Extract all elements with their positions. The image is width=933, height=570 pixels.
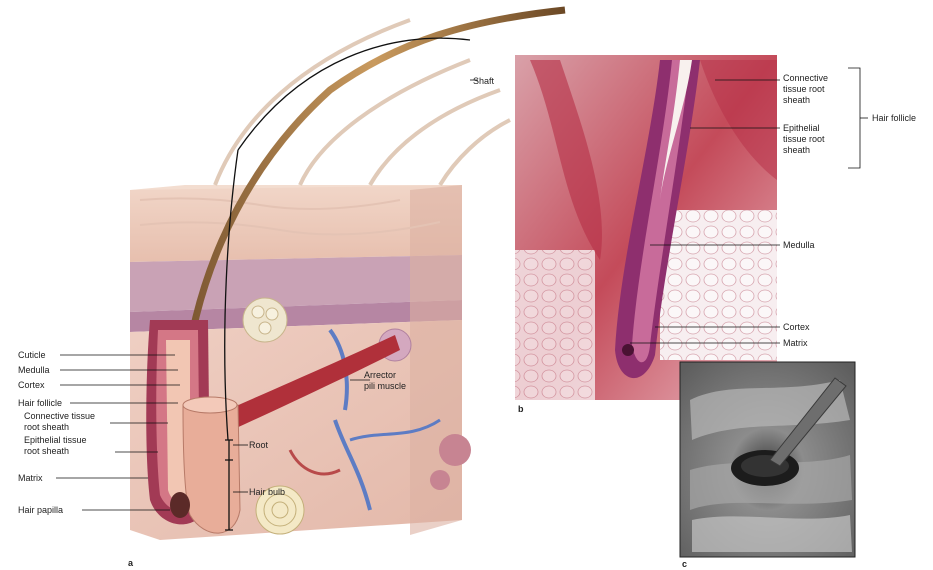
label-medulla-b: Medulla: [783, 240, 815, 251]
label-hair-follicle-b: Hair follicle: [872, 113, 916, 124]
label-medulla-a: Medulla: [18, 365, 50, 376]
label-matrix-a: Matrix: [18, 473, 43, 484]
label-hair-bulb: Hair bulb: [249, 487, 285, 498]
label-matrix-b: Matrix: [783, 338, 808, 349]
panel-letter-b: b: [518, 404, 524, 414]
sem-panel-c: [680, 362, 855, 557]
skin-block-panel-a: [130, 10, 565, 540]
label-cortex-b: Cortex: [783, 322, 810, 333]
label-hair-papilla: Hair papilla: [18, 505, 63, 516]
label-arrector-pili: Arrector pili muscle: [364, 370, 406, 392]
panel-letter-a: a: [128, 558, 133, 568]
label-hair-follicle-a: Hair follicle: [18, 398, 62, 409]
label-root: Root: [249, 440, 268, 451]
label-epithelial-sheath-b: Epithelial tissue root sheath: [783, 123, 825, 156]
label-cuticle-a: Cuticle: [18, 350, 46, 361]
label-epithelial-sheath-a: Epithelial tissue root sheath: [24, 435, 87, 457]
label-shaft: Shaft: [473, 76, 494, 87]
label-connective-sheath-b: Connective tissue root sheath: [783, 73, 828, 106]
label-connective-sheath-a: Connective tissue root sheath: [24, 411, 95, 433]
panel-letter-c: c: [682, 559, 687, 569]
label-cortex-a: Cortex: [18, 380, 45, 391]
micrograph-panel-b: [515, 55, 777, 400]
